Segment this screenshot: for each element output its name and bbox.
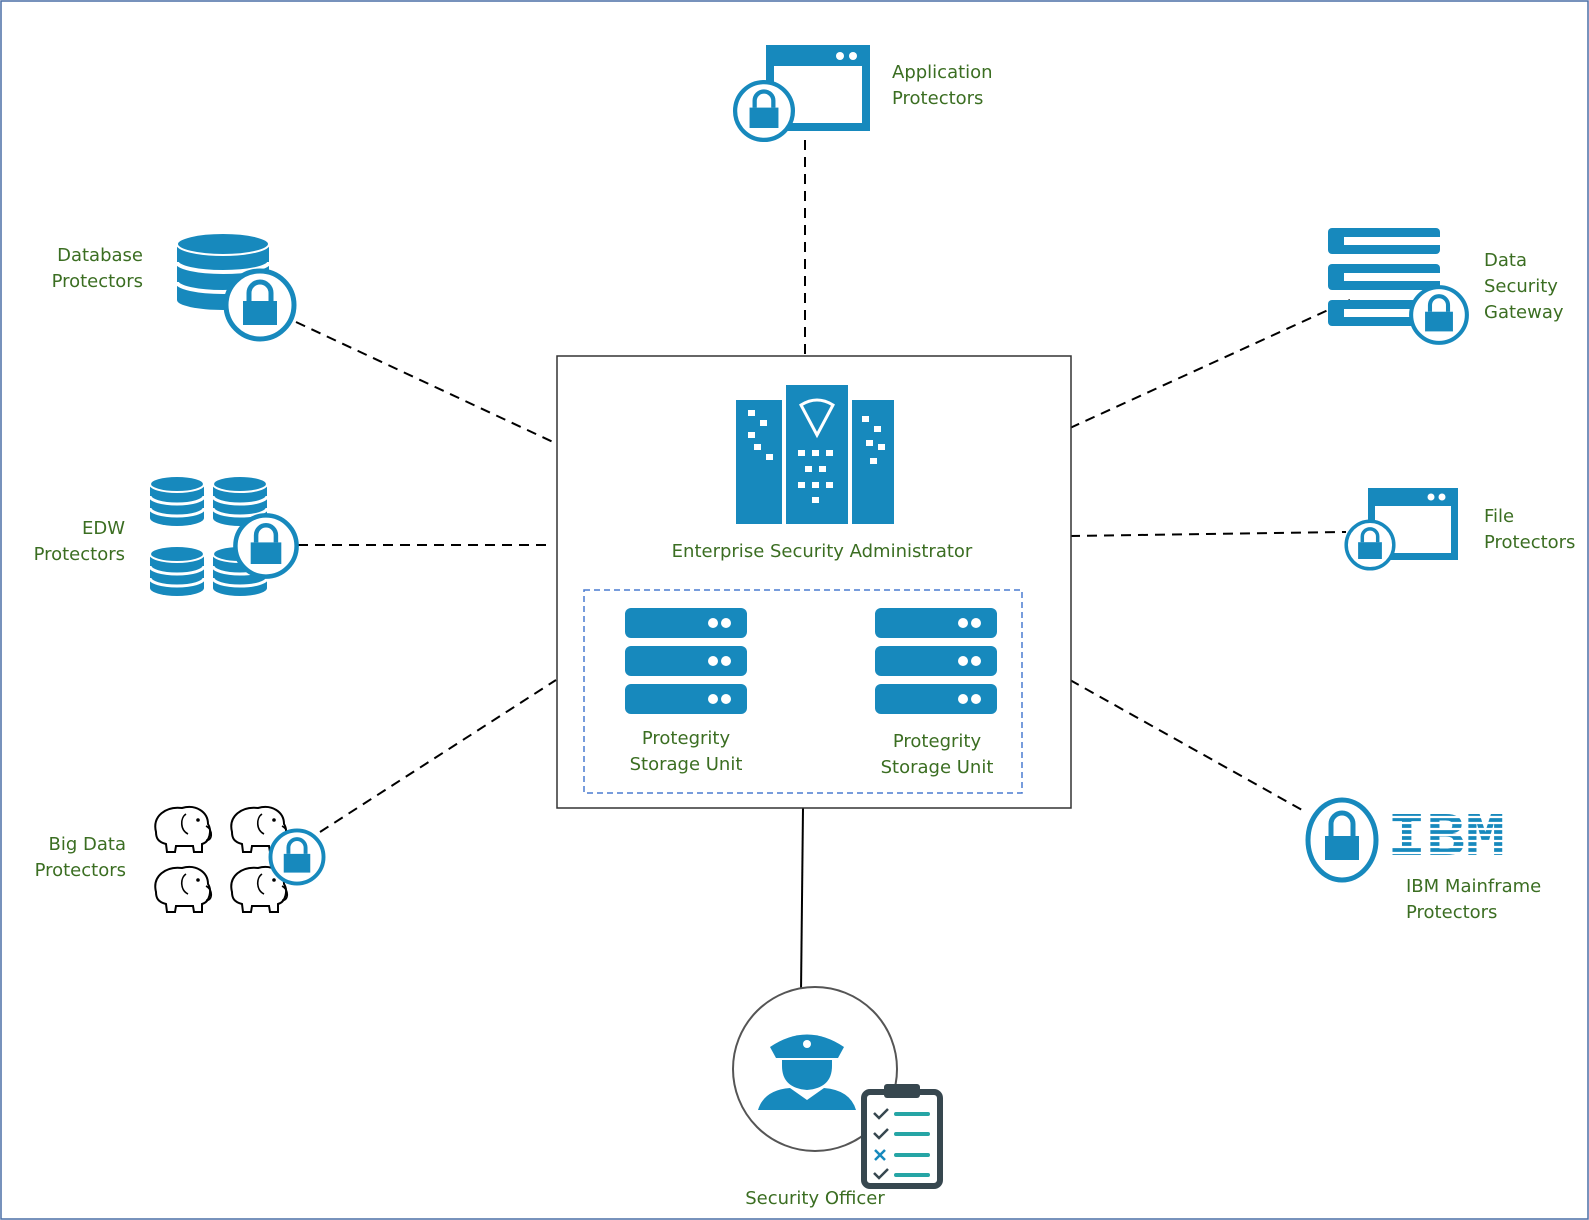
gateway-label: Data Security Gateway [1484, 250, 1564, 323]
edw-protectors-label: EDW Protectors [33, 518, 125, 565]
checklist-clipboard-icon [861, 1084, 943, 1189]
server-rack-icon [875, 608, 997, 714]
database-lock-icon [175, 232, 294, 339]
file-window-lock-icon [1344, 488, 1458, 571]
link-file [1069, 531, 1347, 537]
storage-unit-label-1: Protegrity Storage Unit [629, 728, 743, 775]
storage-unit-label-2: Protegrity Storage Unit [880, 731, 994, 778]
storage-group [583, 589, 1023, 794]
app-window-lock-icon [735, 45, 870, 140]
link-bigdata [319, 679, 557, 833]
bigdata-protectors-label: Big Data Protectors [34, 834, 126, 881]
link-ibm [1069, 679, 1303, 811]
database-protectors-label: Database Protectors [51, 245, 143, 292]
security-officer-icon [732, 986, 898, 1152]
link-officer [800, 807, 804, 993]
link-database [295, 321, 554, 443]
security-officer-label: Security Officer [745, 1188, 885, 1209]
ibm-logo-stripes [1384, 815, 1508, 855]
connection-lines [295, 140, 1351, 993]
server-rack-icon [625, 608, 747, 714]
esa-title: Enterprise Security Administrator [672, 541, 973, 562]
file-protectors-label: File Protectors [1484, 506, 1576, 553]
ibm-lock-icon [1305, 797, 1379, 883]
office-buildings-icon [736, 385, 894, 524]
gateway-lock-icon [1328, 228, 1467, 343]
link-gateway [1069, 299, 1351, 429]
ibm-logo: IBM [1387, 804, 1505, 869]
application-protectors-label: Application Protectors [892, 62, 993, 109]
hadoop-elephants-lock-icon [154, 805, 326, 913]
ibm-protectors-label: IBM Mainframe Protectors [1406, 876, 1542, 923]
multi-database-lock-icon [148, 474, 297, 598]
